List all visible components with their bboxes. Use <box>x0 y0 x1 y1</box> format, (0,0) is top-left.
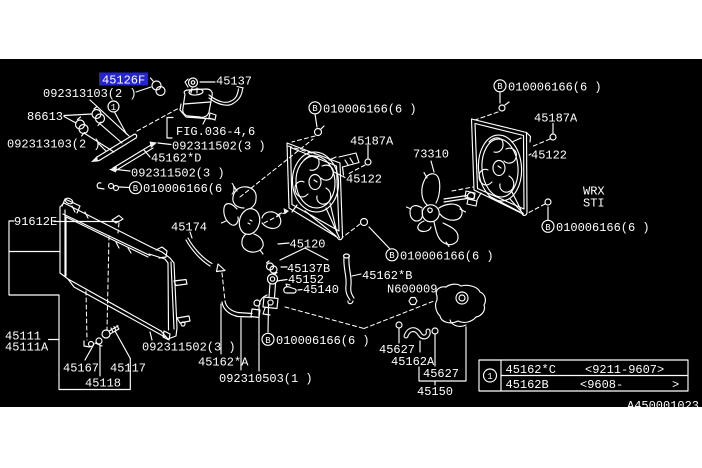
svg-text:<9211-9607>: <9211-9607> <box>585 363 664 377</box>
svg-text:45137: 45137 <box>216 75 252 89</box>
svg-text:010006166(6 ): 010006166(6 ) <box>323 103 417 117</box>
svg-text:092311502(3 ): 092311502(3 ) <box>172 140 266 154</box>
svg-text:45150: 45150 <box>417 385 453 399</box>
svg-text:WRX: WRX <box>583 185 605 199</box>
svg-text:45126F: 45126F <box>102 74 145 88</box>
svg-text:45152: 45152 <box>288 273 324 287</box>
svg-text:010006166(6 ): 010006166(6 ) <box>276 334 370 348</box>
svg-text:FIG.036-4,6: FIG.036-4,6 <box>176 125 255 139</box>
svg-text:STI: STI <box>583 197 605 211</box>
svg-text:45162*D: 45162*D <box>151 152 201 166</box>
svg-text:45117: 45117 <box>110 362 146 376</box>
svg-text:45162*C: 45162*C <box>506 363 556 377</box>
svg-text:45137B: 45137B <box>287 262 330 276</box>
svg-text:B: B <box>265 336 271 346</box>
svg-text:45627: 45627 <box>423 367 459 381</box>
svg-text:45111: 45111 <box>5 330 41 344</box>
svg-text:010006166(6 ): 010006166(6 ) <box>143 182 237 196</box>
svg-text:010006166(6 ): 010006166(6 ) <box>508 81 602 95</box>
svg-text:010006166(6 ): 010006166(6 ) <box>400 250 494 264</box>
svg-text:91612E: 91612E <box>14 215 57 229</box>
svg-text:45162*A: 45162*A <box>198 356 249 370</box>
svg-text:092313103(2 ): 092313103(2 ) <box>7 138 101 152</box>
svg-text:B: B <box>545 223 551 233</box>
svg-text:45162A: 45162A <box>391 355 435 369</box>
svg-text:1: 1 <box>487 372 492 382</box>
svg-text:A450001023: A450001023 <box>627 399 699 413</box>
svg-text:B: B <box>312 104 318 114</box>
svg-text:73310: 73310 <box>413 148 449 162</box>
svg-text:45174: 45174 <box>171 221 207 235</box>
svg-text:45187A: 45187A <box>534 112 578 126</box>
svg-text:092311502(3 ): 092311502(3 ) <box>142 341 236 355</box>
svg-text:B: B <box>389 251 395 261</box>
svg-text:N600009: N600009 <box>387 283 437 297</box>
svg-text:<9608-: <9608- <box>580 378 623 392</box>
svg-text:092311502(3 ): 092311502(3 ) <box>131 167 225 181</box>
svg-text:1: 1 <box>111 103 116 113</box>
svg-text:010006166(6 ): 010006166(6 ) <box>556 221 650 235</box>
svg-text:B: B <box>133 184 139 194</box>
svg-text:45162*B: 45162*B <box>362 269 412 283</box>
svg-text:45187A: 45187A <box>350 135 394 149</box>
svg-text:092313103(2 ): 092313103(2 ) <box>43 87 137 101</box>
svg-text:86613: 86613 <box>27 110 63 124</box>
svg-text:>: > <box>672 378 679 392</box>
svg-text:45167: 45167 <box>63 362 99 376</box>
svg-text:45140: 45140 <box>303 283 339 297</box>
svg-text:45162B: 45162B <box>506 378 549 392</box>
svg-text:45122: 45122 <box>346 173 382 187</box>
svg-text:45120: 45120 <box>290 238 326 252</box>
svg-text:092310503(1 ): 092310503(1 ) <box>219 372 313 386</box>
svg-text:45627: 45627 <box>379 343 415 357</box>
svg-text:B: B <box>497 82 503 92</box>
svg-text:45111A: 45111A <box>5 341 49 355</box>
svg-text:45122: 45122 <box>531 149 567 163</box>
svg-text:45118: 45118 <box>85 377 121 391</box>
